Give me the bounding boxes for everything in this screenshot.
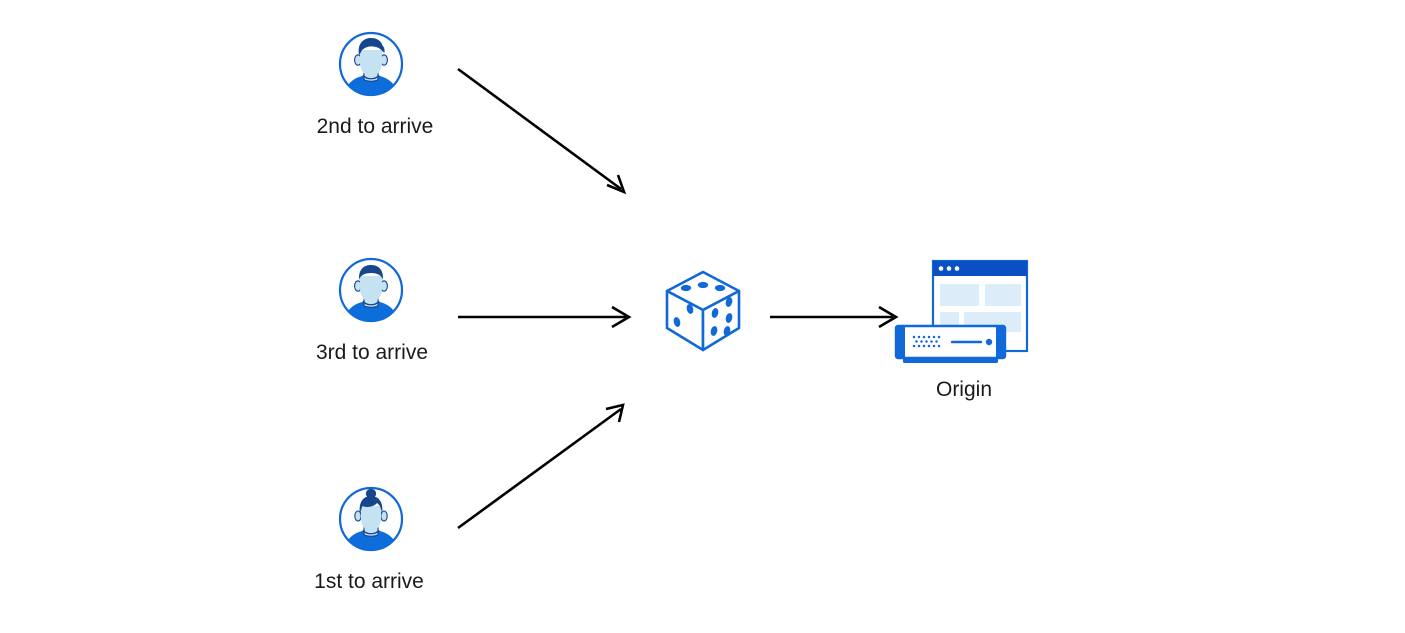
arrow-client-3rd-to-load-balancer bbox=[458, 305, 632, 329]
label-client-1st: 1st to arrive bbox=[314, 570, 424, 593]
origin-icon bbox=[894, 259, 1029, 363]
node-client-1st[interactable] bbox=[337, 485, 405, 553]
arrow-client-1st-to-load-balancer bbox=[457, 403, 625, 530]
dice-icon bbox=[665, 270, 741, 352]
node-client-3rd[interactable] bbox=[337, 256, 405, 324]
arrow-client-2nd-to-load-balancer bbox=[457, 67, 627, 195]
node-load-balancer[interactable] bbox=[661, 267, 745, 355]
node-origin-server[interactable] bbox=[893, 258, 1033, 368]
dice-top-pips bbox=[680, 281, 726, 292]
node-client-2nd[interactable] bbox=[337, 30, 405, 98]
label-origin-server: Origin bbox=[935, 378, 993, 401]
label-client-2nd: 2nd to arrive bbox=[316, 115, 434, 138]
arrow-load-balancer-to-origin bbox=[770, 305, 899, 329]
label-client-3rd: 3rd to arrive bbox=[315, 341, 429, 364]
dice-left-pips bbox=[673, 304, 694, 327]
router-device-icon bbox=[894, 324, 1007, 363]
router-vent-dots bbox=[912, 335, 941, 348]
avatar-icon-female-bun bbox=[338, 486, 404, 552]
avatar-icon-male-flat bbox=[338, 257, 404, 323]
dice-right-pips bbox=[710, 297, 733, 336]
avatar-icon-male-wavy bbox=[338, 31, 404, 97]
